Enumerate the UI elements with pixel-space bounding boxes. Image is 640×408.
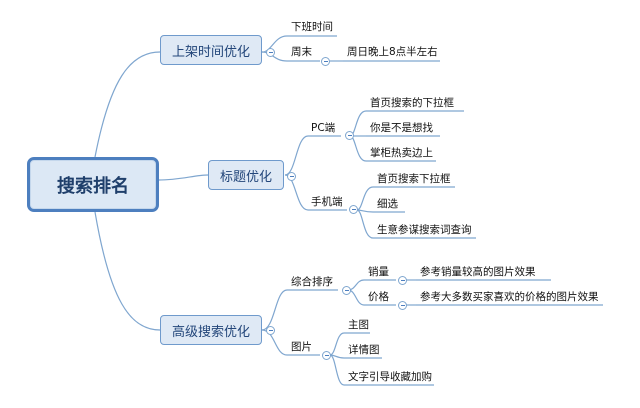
leaf-after-work: 下班时间 <box>291 21 333 33</box>
leaf-mobile-keyword-query: 生意参谋搜索词查询 <box>377 224 472 236</box>
leaf-pc-hot-sale: 掌柜热卖边上 <box>370 147 433 159</box>
node-pc: PC端 <box>311 122 336 134</box>
collapse-sales-icon[interactable] <box>398 276 407 285</box>
node-sales: 销量 <box>368 266 389 278</box>
collapse-title-icon[interactable] <box>287 172 296 181</box>
leaf-sunday-evening: 周日晚上8点半左右 <box>347 46 438 58</box>
leaf-detail-image: 详情图 <box>348 344 380 356</box>
root-label: 搜索排名 <box>57 175 129 197</box>
collapse-mobile-icon[interactable] <box>349 205 358 214</box>
collapse-weekend-icon[interactable] <box>321 57 330 66</box>
branch-title[interactable]: 标题优化 <box>208 160 284 190</box>
collapse-price-icon[interactable] <box>398 301 407 310</box>
collapse-image-icon[interactable] <box>322 351 331 360</box>
leaf-text-guide: 文字引导收藏加购 <box>348 371 432 383</box>
leaf-mobile-filter: 细选 <box>377 198 398 210</box>
leaf-price-note: 参考大多数买家喜欢的价格的图片效果 <box>420 291 599 303</box>
node-sort: 综合排序 <box>291 276 333 288</box>
branch-listing-time[interactable]: 上架时间优化 <box>160 35 262 65</box>
leaf-pc-dropdown: 首页搜索的下拉框 <box>370 97 454 109</box>
leaf-weekend: 周末 <box>291 46 312 58</box>
collapse-listing-time-icon[interactable] <box>266 48 275 57</box>
node-mobile: 手机端 <box>311 196 343 208</box>
leaf-main-image: 主图 <box>348 319 369 331</box>
node-image: 图片 <box>291 341 312 353</box>
branch-title-label: 标题优化 <box>219 169 272 185</box>
node-price: 价格 <box>368 291 389 303</box>
branch-listing-time-label: 上架时间优化 <box>171 44 250 60</box>
collapse-pc-icon[interactable] <box>345 131 354 140</box>
collapse-sort-icon[interactable] <box>342 286 351 295</box>
root-node[interactable]: 搜索排名 <box>27 157 159 212</box>
branch-advanced[interactable]: 高级搜索优化 <box>160 315 262 345</box>
leaf-pc-did-you-mean: 你是不是想找 <box>370 122 433 134</box>
leaf-mobile-dropdown: 首页搜索下拉框 <box>377 173 451 185</box>
branch-advanced-label: 高级搜索优化 <box>171 324 250 340</box>
leaf-sales-note: 参考销量较高的图片效果 <box>420 266 536 278</box>
collapse-advanced-icon[interactable] <box>266 326 275 335</box>
